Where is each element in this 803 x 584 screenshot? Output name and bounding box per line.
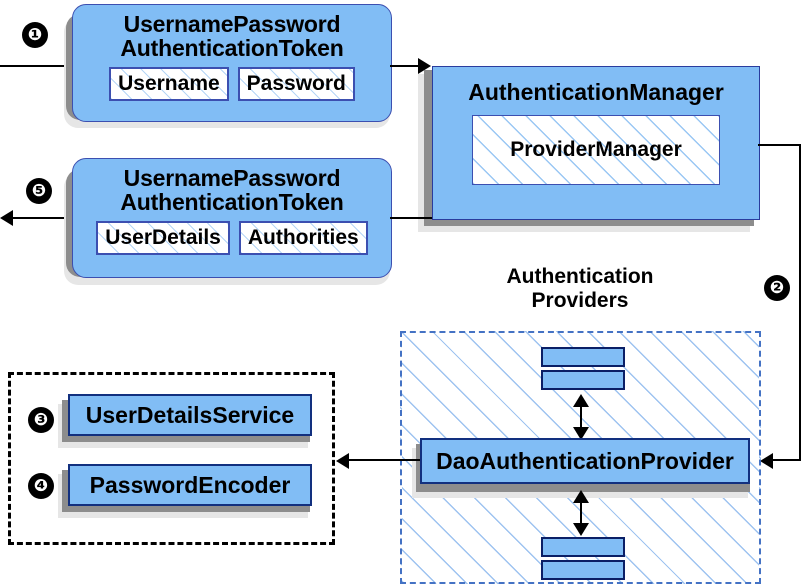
field-password: Password [237,66,355,101]
field-user-details: UserDetails [96,220,230,255]
connector-step2-bottom [772,459,801,461]
badge-4: ❹ [28,473,54,499]
arrowhead-top-down [573,427,589,440]
provider-placeholder-bar-bottom-1 [541,537,625,557]
connector-top-double-arrow [580,400,582,432]
connector-bottom-double-arrow [580,496,582,528]
password-encoder[interactable]: PasswordEncoder [68,464,312,506]
response-token-title: UsernamePassword AuthenticationToken [120,165,344,216]
field-authorities: Authorities [238,220,368,255]
response-token-fields: UserDetails Authorities [96,220,368,255]
connector-dao-to-collaborators [348,459,420,461]
connector-step1-incoming [0,65,70,67]
connector-step5-outgoing [12,217,70,219]
connector-token-to-manager [390,65,422,67]
response-authentication-token[interactable]: UsernamePassword AuthenticationToken Use… [72,158,392,278]
connector-manager-to-response-token [390,217,432,219]
arrowhead-bottom-down [573,523,589,536]
field-username: Username [109,66,229,101]
authentication-providers-label: Authentication Providers [506,265,654,312]
authentication-manager[interactable]: AuthenticationManager ProviderManager [432,66,760,220]
connector-step2-vertical [799,144,801,461]
request-authentication-token[interactable]: UsernamePassword AuthenticationToken Use… [72,4,392,122]
authentication-manager-title: AuthenticationManager [468,79,724,105]
badge-1: ❶ [22,22,48,48]
badge-5: ❺ [26,178,52,204]
arrowhead-step5-outgoing [0,210,13,226]
provider-placeholder-bar-top-2 [541,370,625,390]
provider-placeholder-bar-top-1 [541,347,625,367]
user-details-service[interactable]: UserDetailsService [68,394,312,436]
badge-2: ❷ [764,275,790,301]
request-token-fields: Username Password [109,66,355,101]
arrowhead-step2-into-dao [760,453,773,469]
badge-3: ❸ [28,407,54,433]
arrowhead-dao-to-collaborators [336,453,349,469]
provider-manager[interactable]: ProviderManager [472,115,720,186]
provider-placeholder-bar-bottom-2 [541,560,625,580]
connector-step2-top [758,144,801,146]
dao-authentication-provider[interactable]: DaoAuthenticationProvider [420,438,750,484]
request-token-title: UsernamePassword AuthenticationToken [120,11,344,62]
